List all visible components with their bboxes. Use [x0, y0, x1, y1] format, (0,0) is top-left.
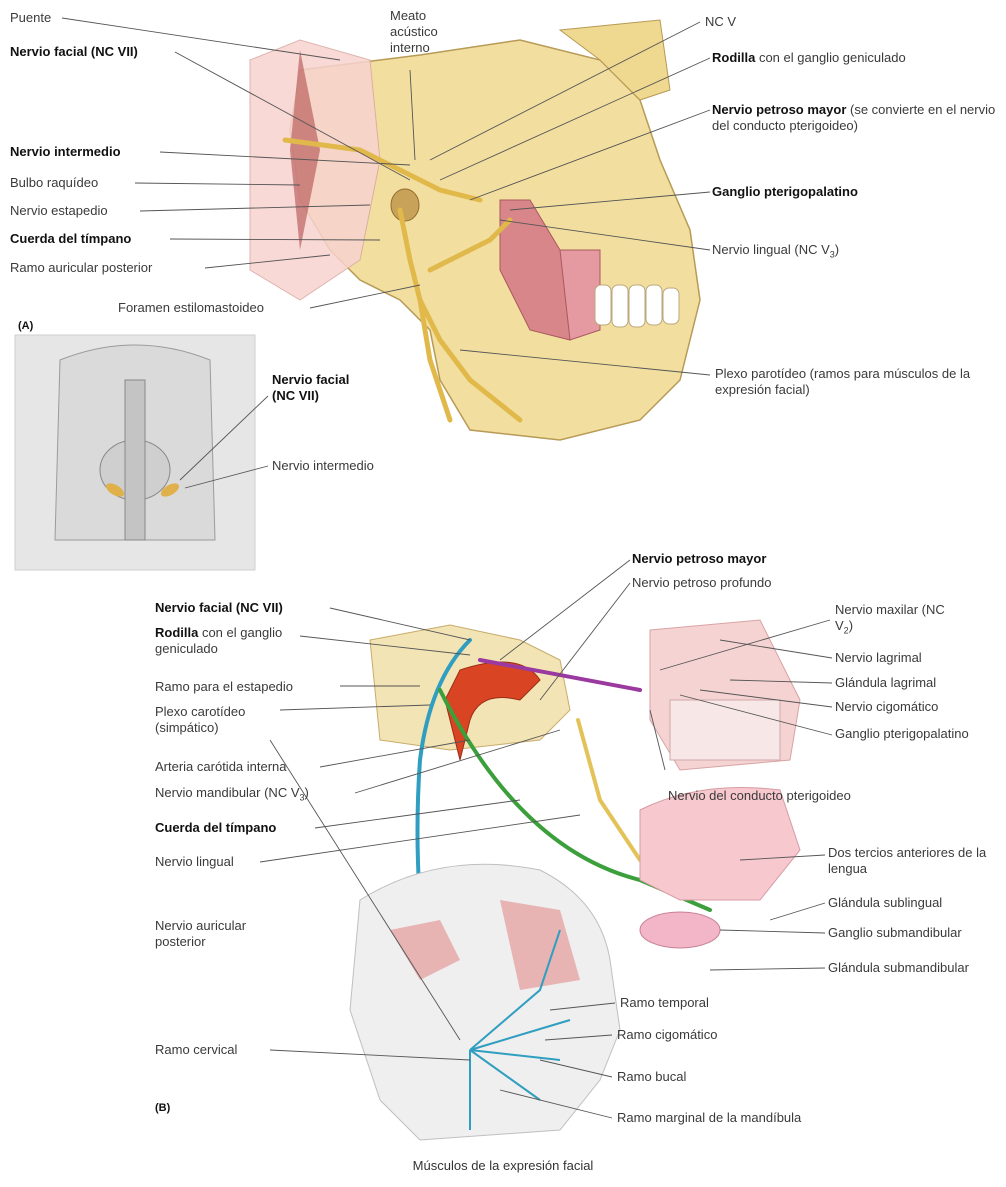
label-inset-nervio-facial: Nervio facial (NC VII): [272, 372, 372, 404]
label-b-rodilla: Rodilla con el ganglio geniculado: [155, 625, 335, 657]
label-rodilla: Rodilla con el ganglio geniculado: [712, 50, 906, 66]
label-meato: Meato acústico interno: [390, 8, 460, 56]
label-b-nervio-lingual: Nervio lingual: [155, 854, 234, 870]
panel-a-tag: (A): [18, 318, 33, 334]
label-plexo-parotideo: Plexo parotídeo (ramos para músculos de …: [715, 366, 975, 398]
brainstem-inset: [15, 335, 255, 570]
label-b-auricular-posterior: Nervio auricular posterior: [155, 918, 285, 950]
label-nervio-estapedio: Nervio estapedio: [10, 203, 108, 219]
label-b-glandula-submandibular: Glándula submandibular: [828, 960, 969, 976]
label-b-ramo-estapedio: Ramo para el estapedio: [155, 679, 293, 695]
label-b-conducto-pterigoideo: Nervio del conducto pterigoideo: [668, 788, 851, 804]
figure-caption: Músculos de la expresión facial: [0, 1158, 1006, 1173]
label-ganglio-pterigopalatino: Ganglio pterigopalatino: [712, 184, 858, 200]
label-b-ramo-cervical: Ramo cervical: [155, 1042, 237, 1058]
label-b-nervio-mandibular: Nervio mandibular (NC V3): [155, 785, 309, 806]
label-b-nervio-maxilar: Nervio maxilar (NC V2): [835, 602, 955, 639]
label-b-dos-tercios: Dos tercios anteriores de la lengua: [828, 845, 998, 877]
head-illustration: [350, 864, 620, 1140]
label-ramo-auricular: Ramo auricular posterior: [10, 260, 152, 276]
label-b-ganglio-submandibular: Ganglio submandibular: [828, 925, 962, 941]
label-b-ramo-temporal: Ramo temporal: [620, 995, 709, 1011]
label-b-ramo-marginal: Ramo marginal de la mandíbula: [617, 1110, 801, 1126]
label-b-arteria-carotida: Arteria carótida interna: [155, 759, 287, 775]
label-nervio-lingual-a: Nervio lingual (NC V3): [712, 242, 839, 263]
label-nervio-facial: Nervio facial (NC VII): [10, 44, 138, 60]
label-b-ramo-cigomatico: Ramo cigomático: [617, 1027, 717, 1043]
label-b-cuerda-timpano: Cuerda del tímpano: [155, 820, 276, 836]
panel-b-tag: (B): [155, 1100, 170, 1116]
label-b-nervio-facial: Nervio facial (NC VII): [155, 600, 283, 616]
label-b-glandula-lagrimal: Glándula lagrimal: [835, 675, 936, 691]
label-inset-nervio-intermedio: Nervio intermedio: [272, 458, 374, 474]
label-b-nervio-cigomatico: Nervio cigomático: [835, 699, 938, 715]
label-foramen: Foramen estilomastoideo: [118, 300, 264, 316]
label-puente: Puente: [10, 10, 51, 26]
label-b-nervio-lagrimal: Nervio lagrimal: [835, 650, 922, 666]
label-bulbo-raquideo: Bulbo raquídeo: [10, 175, 98, 191]
label-cuerda-timpano: Cuerda del tímpano: [10, 231, 131, 247]
label-nervio-intermedio: Nervio intermedio: [10, 144, 121, 160]
label-b-petroso-profundo: Nervio petroso profundo: [632, 575, 771, 591]
label-b-glandula-sublingual: Glándula sublingual: [828, 895, 942, 911]
label-b-ramo-bucal: Ramo bucal: [617, 1069, 686, 1085]
label-nc-v: NC V: [705, 14, 736, 30]
label-petroso-mayor: Nervio petroso mayor (se convierte en el…: [712, 102, 1004, 134]
label-b-ganglio-pterigopalatino: Ganglio pterigopalatino: [835, 726, 975, 742]
label-b-plexo-carotideo: Plexo carotídeo (simpático): [155, 704, 285, 736]
label-b-petroso-mayor: Nervio petroso mayor: [632, 551, 766, 567]
